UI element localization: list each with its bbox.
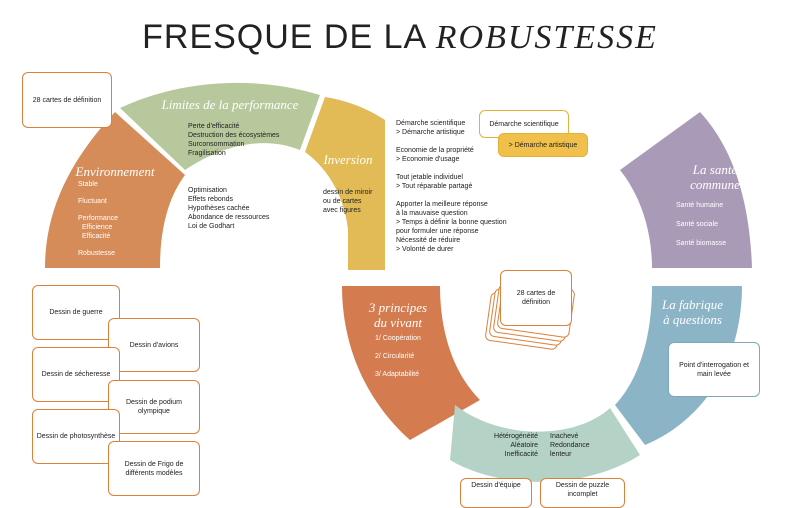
environnement-segment (45, 112, 185, 268)
dessin-card-avions: Dessin d'avions (108, 318, 200, 372)
environnement-label: Environnement (75, 164, 155, 179)
dessin-card-frigo: Dessin de Frigo de différents modèles (108, 441, 200, 496)
inversion-segment (305, 97, 385, 270)
principes-segment (342, 286, 480, 440)
strategies-segment (450, 405, 640, 482)
inversion-right-list: Démarche scientifique> Démarche artistiq… (396, 120, 507, 253)
page-title: FRESQUE DE LA ROBUSTESSE (142, 18, 658, 56)
dessin-card-photosynthese: Dessin de photosynthèse (32, 409, 120, 464)
inversion-label: Inversion (323, 152, 373, 167)
fabrique-card: Point d'interrogation et main levée (668, 342, 760, 397)
sante-segment (620, 112, 752, 268)
definition-card-top-left: 28 cartes de définition (22, 72, 112, 128)
principes-items: 1/ Coopération 2/ Circularité 3/ Adaptab… (375, 335, 421, 378)
dessin-card-secheresse: Dessin de sécheresse (32, 347, 120, 402)
strategies-card-equipe: Dessin d'équipe (460, 478, 532, 508)
strategies-card-puzzle: Dessin de puzzle incomplet (540, 478, 625, 508)
limites-segment (120, 82, 320, 170)
dessin-card-podium: Dessin de podium olympique (108, 380, 200, 434)
dessin-card-guerre: Dessin de guerre (32, 285, 120, 340)
definition-card-center: 28 cartes de définition (500, 270, 572, 326)
limites-label: Limites de la performance (161, 97, 299, 112)
environnement-items: Stable Fluctuant Performance Efficience … (78, 181, 119, 257)
sante-items: Santé humaine Santé sociale Santé biomas… (676, 202, 727, 247)
inversion-card-2: > Démarche artistique (498, 133, 588, 157)
